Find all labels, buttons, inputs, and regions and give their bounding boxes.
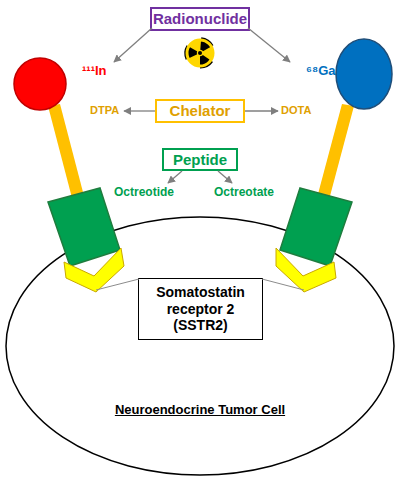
- indium-atom: [14, 58, 66, 110]
- gallium-atom: [336, 39, 392, 109]
- chelator-label: DOTA: [281, 104, 311, 116]
- pointer-arrow: [168, 171, 182, 183]
- peptide-label: Octreotate: [214, 185, 274, 199]
- cell-ellipse: Neuroendocrine Tumor Cell Somatostatin re…: [5, 216, 395, 476]
- node-text: Peptide: [173, 151, 227, 169]
- pointer-arrow: [245, 110, 278, 111]
- node-text: Neuroendocrine Tumor Cell: [5, 402, 395, 418]
- radionuclide-label: ¹¹¹In: [82, 63, 107, 78]
- peptide-block: [280, 188, 352, 266]
- peptide-label: Octreotide: [114, 185, 174, 199]
- pointer-arrow: [248, 28, 290, 62]
- receptor-site: [276, 248, 336, 292]
- node-text: Chelator: [170, 102, 231, 120]
- category-box: Peptide: [162, 148, 238, 171]
- category-box: Radionuclide: [150, 7, 250, 31]
- chelator-linker: [318, 104, 354, 196]
- leader-line: [96, 279, 139, 290]
- cell-outline: [5, 216, 395, 476]
- radiation-symbol: [180, 34, 213, 69]
- peptide-block: [48, 188, 120, 266]
- leader-line: [262, 279, 304, 290]
- node-text: Radionuclide: [153, 10, 247, 28]
- radionuclide-label: ⁶⁸Ga: [306, 63, 335, 78]
- chelator-linker: [48, 104, 84, 198]
- pointer-arrow: [124, 110, 155, 111]
- category-box: Chelator: [155, 99, 245, 123]
- receptor-box: Somatostatin receptor 2 (SSTR2): [138, 278, 263, 340]
- node-text: Somatostatin receptor 2 (SSTR2): [145, 284, 256, 334]
- chelator-label: DTPA: [90, 104, 119, 116]
- pointer-arrow: [218, 171, 232, 183]
- pointer-arrow: [114, 28, 152, 62]
- receptor-site: [64, 248, 124, 292]
- cell-outline: [6, 217, 394, 475]
